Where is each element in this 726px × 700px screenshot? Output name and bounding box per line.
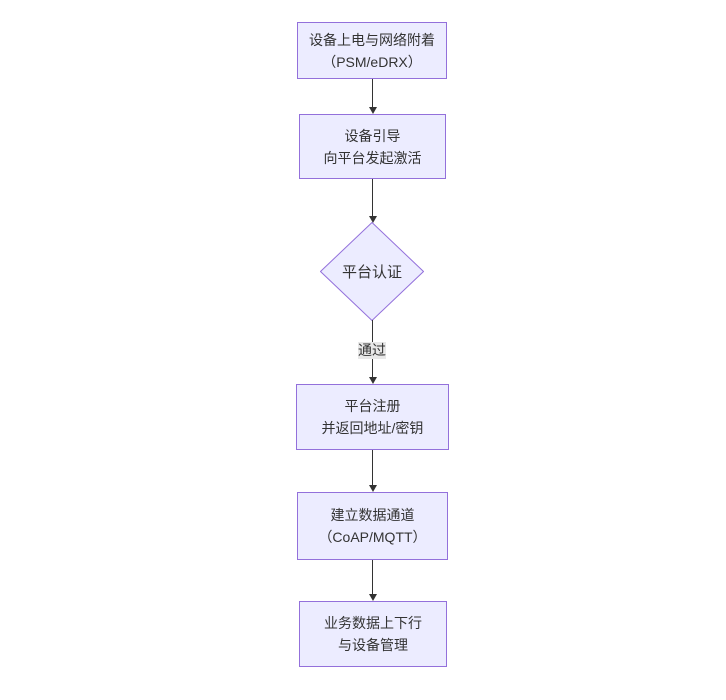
node-device-bootstrap-activate: 设备引导 向平台发起激活: [299, 114, 446, 179]
edge-channel-to-business: [367, 560, 378, 601]
node-establish-data-channel: 建立数据通道 （CoAP/MQTT）: [297, 492, 448, 560]
arrow-line: [372, 179, 373, 216]
node-text-line: 建立数据通道: [330, 507, 415, 523]
arrow-line: [372, 450, 373, 485]
node-text-line: 业务数据上下行: [324, 615, 422, 631]
arrowhead-icon: [368, 107, 377, 114]
arrowhead-icon: [368, 216, 377, 223]
node-text-line: 设备上电与网络附着: [309, 31, 435, 48]
node-text-line: 并返回地址/密钥: [321, 420, 424, 436]
arrow-line: [372, 560, 373, 594]
node-text-line: 设备引导: [344, 127, 401, 144]
node-device-power-network-attach: 设备上电与网络附着 （PSM/eDRX）: [297, 22, 447, 79]
node-platform-auth-decision: 平台认证: [320, 222, 424, 321]
edge-bootstrap-to-auth: [367, 179, 378, 223]
arrowhead-icon: [368, 594, 377, 601]
node-text-line: 向平台发起激活: [323, 149, 422, 166]
node-platform-register: 平台注册 并返回地址/密钥: [296, 384, 449, 450]
node-text-line: 与设备管理: [338, 637, 408, 653]
node-text-line: 平台认证: [341, 264, 402, 281]
node-business-data-device-mgmt: 业务数据上下行 与设备管理: [299, 601, 447, 667]
node-text-line: （PSM/eDRX）: [322, 53, 422, 70]
edge-power-to-bootstrap: [367, 79, 378, 114]
arrow-line: [372, 79, 373, 107]
arrowhead-icon: [368, 377, 377, 384]
node-text-line: 平台注册: [344, 398, 401, 414]
edge-label-pass: 通过: [358, 342, 386, 359]
node-text-line: （CoAP/MQTT）: [318, 529, 427, 545]
arrowhead-icon: [368, 485, 377, 492]
edge-register-to-channel: [367, 450, 378, 492]
